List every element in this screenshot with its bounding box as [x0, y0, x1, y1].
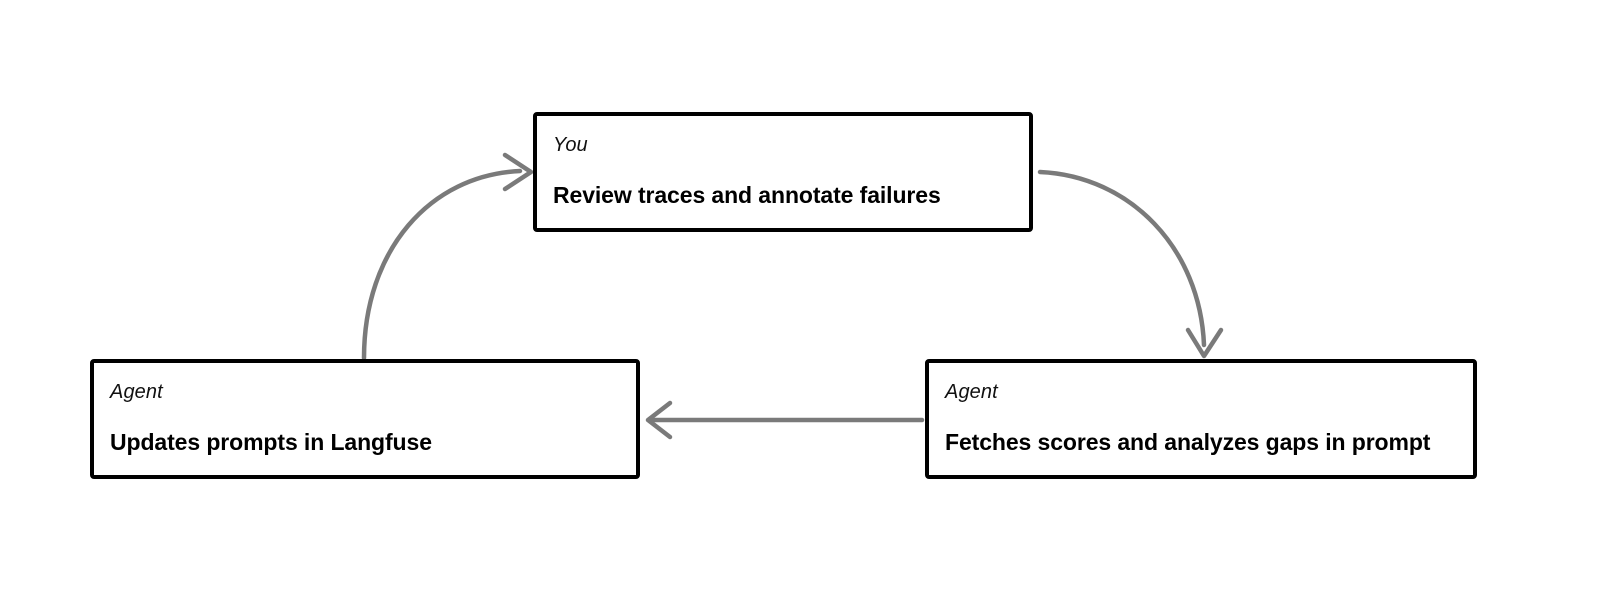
node-title-label: Review traces and annotate failures: [553, 182, 941, 208]
edge-updates-to-you: [361, 152, 534, 361]
node-title-label: Fetches scores and analyzes gaps in prom…: [945, 429, 1431, 455]
node-role-label: You: [553, 134, 588, 156]
node-title-label: Updates prompts in Langfuse: [110, 429, 432, 455]
edge-fetches-to-updates: [645, 400, 925, 440]
node-role-label: Agent: [945, 381, 998, 403]
node-agent-updates[interactable]: Agent Updates prompts in Langfuse: [90, 359, 640, 479]
node-agent-fetches[interactable]: Agent Fetches scores and analyzes gaps i…: [925, 359, 1477, 479]
edge-you-to-fetches: [1037, 169, 1224, 359]
node-role-label: Agent: [110, 381, 163, 403]
node-you-review[interactable]: You Review traces and annotate failures: [533, 112, 1033, 232]
